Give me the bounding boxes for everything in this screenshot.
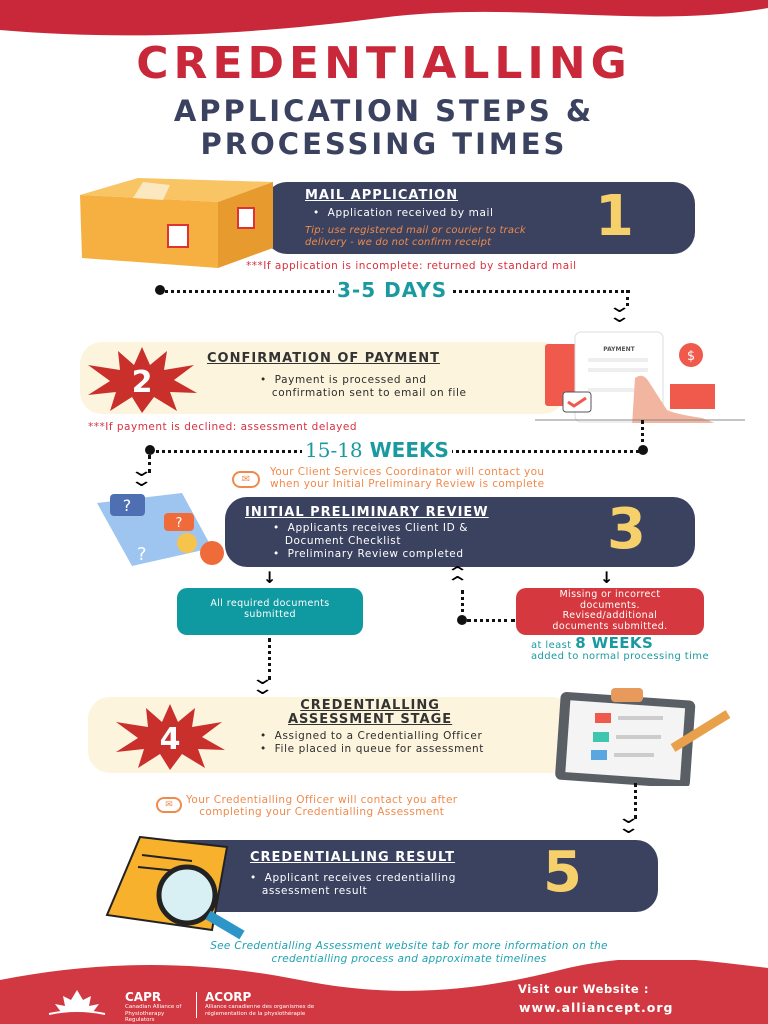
arrow-down-icon: ↓ (600, 568, 614, 587)
step-2-heading: CONFIRMATION OF PAYMENT (207, 351, 440, 366)
step-1-note: ***If application is incomplete: returne… (246, 260, 577, 272)
package-box-icon (80, 178, 273, 268)
branch-all-documents: All required documents submitted (177, 588, 363, 635)
subtitle-line2: PROCESSING TIMES (200, 127, 568, 161)
step-2-bullet: • Payment is processed and confirmation … (260, 374, 467, 399)
chevron-down-icon: ⌄⌄ (607, 296, 632, 327)
arrow-down-icon: ↓ (263, 568, 277, 587)
connector-vertical (641, 420, 644, 450)
svg-text:?: ? (176, 516, 183, 531)
document-magnifier-illustration (105, 835, 245, 940)
step-1-heading: MAIL APPLICATION (305, 188, 459, 203)
step-5-number: 5 (543, 840, 582, 905)
contact-note-1: Your Client Services Coordinator will co… (270, 466, 545, 490)
clipboard-checklist-illustration (555, 688, 731, 786)
step-3-heading: INITIAL PRELIMINARY REVIEW (245, 505, 489, 520)
step-3-bullets: • Applicants receives Client ID & Docume… (273, 522, 469, 560)
timing-15-18-weeks: 15-18 WEEKS (302, 438, 452, 462)
step-1-tip: Tip: use registered mail or courier to t… (305, 225, 526, 248)
step-3-number: 3 (607, 497, 646, 562)
contact-note-2: Your Credentialling Officer will contact… (186, 794, 458, 818)
question-documents-illustration: ? ? ? (97, 493, 224, 566)
connector-dot (155, 285, 165, 295)
step-2-number: 2 (132, 365, 153, 400)
step-3-card: INITIAL PRELIMINARY REVIEW • Applicants … (225, 497, 695, 567)
step-1-card: MAIL APPLICATION • Application received … (265, 182, 695, 254)
footer-wave (0, 960, 768, 1024)
connector-vertical (626, 290, 629, 306)
top-wave (0, 0, 768, 36)
chevron-up-icon: ⌄⌄ (445, 561, 470, 592)
visit-website-label: Visit our Website : (518, 982, 650, 996)
step-5-bullets: • Applicant receives credentialling asse… (250, 872, 456, 897)
chevron-down-icon: ⌄⌄ (129, 460, 154, 491)
step-1-number: 1 (595, 184, 634, 249)
step-5-card: CREDENTIALLING RESULT • Applicant receiv… (158, 840, 658, 912)
connector-vertical (634, 783, 637, 819)
step-2-note: ***If payment is declined: assessment de… (88, 421, 357, 433)
step-1-bullet: • Application received by mail (313, 207, 494, 219)
starburst-2-icon: 2 (88, 347, 197, 413)
chevron-down-icon: ⌄⌄ (616, 807, 641, 838)
dollar-icon: $ (687, 349, 695, 364)
step-5-heading: CREDENTIALLING RESULT (250, 850, 456, 865)
website-link[interactable]: www.alliancept.org (519, 1000, 674, 1015)
connector-dot (457, 615, 467, 625)
logo-divider (196, 992, 197, 1018)
chevron-down-icon: ⌄⌄ (250, 668, 275, 699)
svg-text:?: ? (137, 544, 147, 565)
maple-leaf-logo (48, 990, 106, 1015)
step-4-number: 4 (160, 722, 181, 757)
connector-horizontal (467, 619, 515, 622)
connector-vertical (461, 590, 464, 620)
svg-text:?: ? (123, 496, 132, 515)
timing-3-5-days: 3-5 DAYS (334, 278, 451, 302)
email-icon: ✉ (156, 797, 182, 813)
connector-vertical (268, 638, 271, 680)
step-4-bullets: • Assigned to a Credentialling Officer• … (260, 730, 484, 755)
subtitle-line1: APPLICATION STEPS & (173, 94, 595, 128)
email-icon: ✉ (232, 471, 260, 488)
starburst-4-icon: 4 (116, 704, 225, 770)
payment-illustration: PAYMENT $ (535, 331, 745, 423)
connector-dot (638, 445, 648, 455)
connector-dot (145, 445, 155, 455)
more-info-note: See Credentialling Assessment website ta… (210, 940, 608, 965)
page-title: CREDENTIALLING (136, 38, 632, 89)
payment-label: PAYMENT (603, 346, 635, 353)
connector-vertical (148, 455, 151, 473)
